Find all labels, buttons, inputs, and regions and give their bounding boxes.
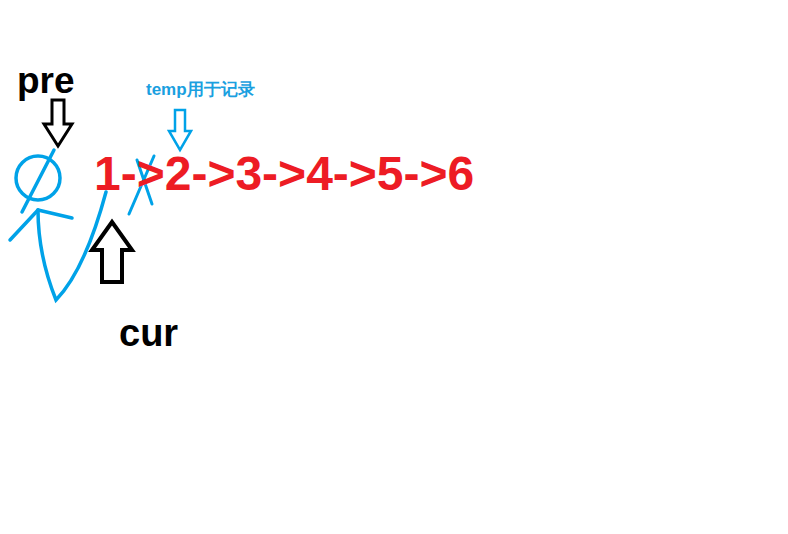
note-text: temp用于记录 bbox=[146, 81, 255, 98]
pointer-name: cur bbox=[119, 314, 178, 352]
arrow-head bbox=[10, 210, 38, 240]
pointer-arrow bbox=[92, 222, 132, 282]
arrow-head bbox=[38, 210, 72, 218]
list-text: 1->2->3->4->5->6 bbox=[94, 150, 474, 198]
pointer-arrow bbox=[169, 110, 191, 150]
null-slash bbox=[22, 150, 54, 212]
pointer-name: pre bbox=[17, 62, 75, 99]
reverse-arrow bbox=[38, 192, 106, 300]
pointer-arrow bbox=[44, 100, 72, 146]
